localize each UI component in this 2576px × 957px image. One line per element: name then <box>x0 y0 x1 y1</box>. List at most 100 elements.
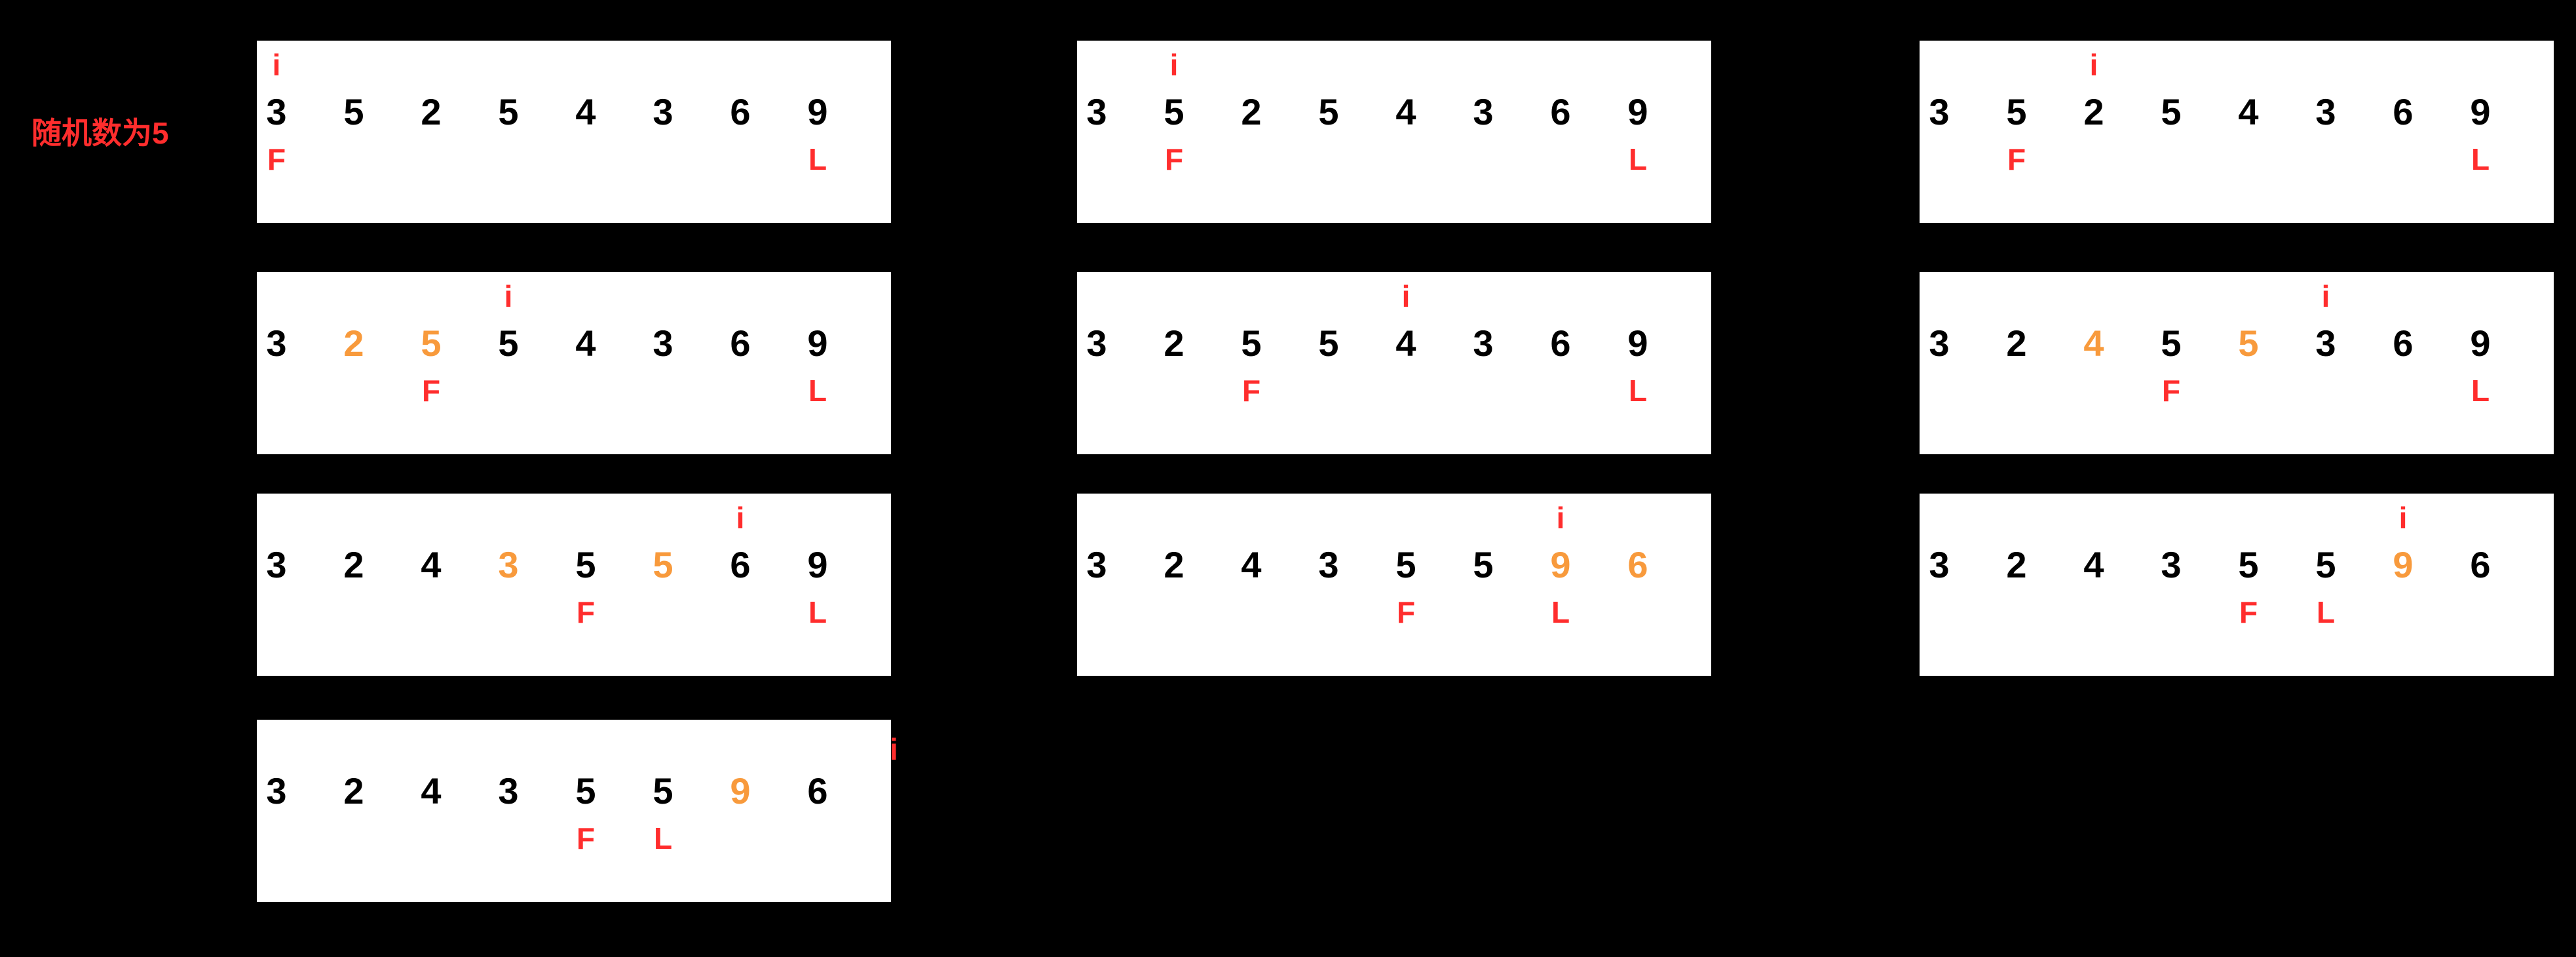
index-marker-i: i <box>1169 48 1179 82</box>
array-cell: 4 <box>1386 41 1426 223</box>
array-value-slot: 4 <box>1232 542 1271 588</box>
pointer-marker-slot <box>1077 588 1116 636</box>
index-marker-i: i <box>2398 501 2408 535</box>
array-value: 4 <box>1241 544 1262 585</box>
array-value-slot: 2 <box>334 321 373 366</box>
array-value-slot: 5 <box>1309 321 1348 366</box>
pointer-marker-slot <box>2074 366 2113 415</box>
pointer-marker-slot: L <box>643 814 683 863</box>
array-cell: 3 <box>257 494 296 676</box>
array-value: 5 <box>2161 322 2182 364</box>
index-marker-slot <box>2383 272 2423 321</box>
index-marker-slot <box>643 494 683 542</box>
pointer-marker-slot <box>1464 588 1503 636</box>
index-marker-slot <box>1077 272 1116 321</box>
pointer-marker-slot <box>2074 588 2113 636</box>
index-marker-slot: i <box>1154 41 1194 89</box>
index-marker-slot <box>2229 272 2268 321</box>
array-value-slot: 4 <box>2074 321 2113 366</box>
array-value: 5 <box>1473 544 1494 585</box>
index-marker-slot <box>1309 272 1348 321</box>
index-marker-i: i <box>1556 501 1565 535</box>
pointer-marker-slot <box>566 366 605 415</box>
index-marker-slot <box>721 272 760 321</box>
array-value: 5 <box>498 322 519 364</box>
index-marker-slot <box>721 41 760 89</box>
array-value: 4 <box>2238 91 2259 132</box>
index-marker-slot <box>2074 272 2113 321</box>
array-cell: 6 <box>721 272 760 454</box>
pointer-marker-slot: F <box>257 135 296 184</box>
array-value: 3 <box>653 322 673 364</box>
array-value: 3 <box>1473 322 1494 364</box>
last-marker-l: L <box>2316 595 2336 629</box>
first-marker-f: F <box>1164 142 1184 176</box>
index-marker-i: i <box>2089 48 2098 82</box>
array-value-slot: 6 <box>1541 89 1580 135</box>
first-marker-f: F <box>1396 595 1416 629</box>
pointer-marker-slot <box>334 135 373 184</box>
pointer-marker-slot <box>489 135 528 184</box>
pointer-marker-slot <box>411 135 451 184</box>
pointer-marker-slot: F <box>1386 588 1426 636</box>
pointer-marker-slot: F <box>1154 135 1194 184</box>
index-marker-slot <box>643 720 683 768</box>
array-value: 3 <box>2315 91 2336 132</box>
array-value: 2 <box>1241 91 1262 132</box>
array-value-slot: 3 <box>1077 542 1116 588</box>
array-cell: 5 <box>1464 494 1503 676</box>
index-marker-slot <box>566 720 605 768</box>
index-marker-slot <box>1920 41 1959 89</box>
pointer-marker-slot <box>411 588 451 636</box>
pointer-marker-slot <box>1386 135 1426 184</box>
array-value-slot: 5 <box>2229 321 2268 366</box>
array-cell: 4 <box>1232 494 1271 676</box>
index-marker-slot <box>2306 41 2345 89</box>
array-cell: 3 <box>1920 494 1959 676</box>
pointer-marker-slot <box>489 814 528 863</box>
pointer-marker-slot <box>489 366 528 415</box>
array-cell: 4 <box>566 272 605 454</box>
index-marker-slot <box>798 494 837 542</box>
pointer-marker-slot <box>2074 135 2113 184</box>
array-value-slot: 3 <box>489 542 528 588</box>
array-cell: 4 <box>2074 494 2113 676</box>
index-marker-slot <box>1618 272 1657 321</box>
array-value: 5 <box>1318 91 1339 132</box>
array-value-slot: 3 <box>257 321 296 366</box>
array-cell: 6 <box>2383 41 2423 223</box>
array-value-slot: 9 <box>1618 89 1657 135</box>
array-cell: 2 <box>1997 272 2036 454</box>
pointer-marker-slot <box>1464 366 1503 415</box>
array-value: 6 <box>2393 91 2414 132</box>
array-value-slot: 5 <box>2151 321 2191 366</box>
array-value-slot: 6 <box>721 321 760 366</box>
array-cell: 5 <box>1309 41 1348 223</box>
array-value-slot: 2 <box>334 542 373 588</box>
array-value: 4 <box>421 770 442 811</box>
array-value-slot: 5 <box>1997 89 2036 135</box>
array-value-slot: 2 <box>2074 89 2113 135</box>
array-cell: 2 <box>334 494 373 676</box>
array-cell: 6 <box>2461 494 2500 676</box>
pointer-marker-slot: L <box>2461 366 2500 415</box>
array-value: 5 <box>2238 322 2259 364</box>
array-cell: 2 <box>334 272 373 454</box>
array-cell: 6 <box>1541 41 1580 223</box>
array-value-slot: 5 <box>1309 89 1348 135</box>
index-marker-slot: i <box>2306 272 2345 321</box>
index-marker-slot: i <box>1386 272 1426 321</box>
